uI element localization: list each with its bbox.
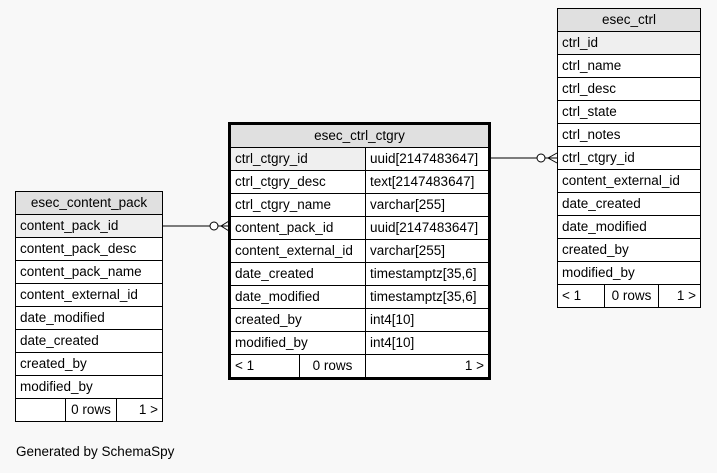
column-row[interactable]: ctrl_desc	[562, 81, 617, 96]
table-title[interactable]: esec_ctrl_ctgry	[231, 125, 488, 148]
column-name[interactable]: ctrl_ctgry_id	[231, 148, 365, 170]
column-row[interactable]: date_created	[562, 196, 641, 211]
column-type: text[2147483647]	[365, 171, 488, 193]
column-type: timestamptz[35,6]	[365, 286, 488, 308]
column-type: varchar[255]	[365, 194, 488, 216]
column-name[interactable]: ctrl_ctgry_name	[235, 197, 332, 212]
column-row[interactable]: modified_by	[20, 379, 93, 394]
column-row[interactable]: ctrl_notes	[562, 127, 621, 142]
column-row[interactable]: created_by	[20, 356, 87, 371]
column-name[interactable]: content_pack_id	[235, 220, 334, 235]
column-row[interactable]: date_created	[20, 333, 99, 348]
column-name[interactable]: date_created	[235, 266, 314, 281]
column-type: int4[10]	[365, 309, 488, 331]
column-row[interactable]: content_pack_desc	[20, 241, 137, 256]
column-row[interactable]: date_modified	[20, 310, 105, 325]
table-esec-ctrl[interactable]: esec_ctrl ctrl_id ctrl_name ctrl_desc ct…	[557, 8, 701, 308]
column-row[interactable]: content_pack_id	[16, 215, 162, 237]
edge-pack-to-ctgry	[162, 220, 230, 232]
column-type: int4[10]	[365, 332, 488, 354]
column-row[interactable]: date_modified	[562, 219, 647, 234]
column-name[interactable]: modified_by	[235, 335, 308, 350]
table-title[interactable]: esec_content_pack	[16, 192, 162, 215]
parents-count[interactable]: < 1	[235, 358, 255, 373]
generated-by-note: Generated by SchemaSpy	[16, 444, 175, 459]
children-count[interactable]: 1 >	[658, 285, 700, 307]
row-count: 0 rows	[604, 285, 658, 307]
column-row[interactable]: ctrl_state	[562, 104, 617, 119]
row-count: 0 rows	[299, 355, 365, 377]
column-row[interactable]: modified_by	[562, 265, 635, 280]
table-esec-ctrl-ctgry[interactable]: esec_ctrl_ctgry ctrl_ctgry_id uuid[21474…	[228, 122, 491, 380]
column-type: varchar[255]	[365, 240, 488, 262]
column-name[interactable]: ctrl_ctgry_desc	[235, 174, 326, 189]
table-esec-content-pack[interactable]: esec_content_pack content_pack_id conten…	[15, 191, 163, 422]
parents-count[interactable]: < 1	[562, 288, 582, 303]
column-type: uuid[2147483647]	[365, 148, 488, 170]
parents-count	[16, 399, 65, 421]
column-row[interactable]: content_pack_name	[20, 264, 142, 279]
edge-ctgry-to-ctrl	[489, 152, 558, 164]
column-type: timestamptz[35,6]	[365, 263, 488, 285]
column-name[interactable]: date_modified	[235, 289, 320, 304]
table-title[interactable]: esec_ctrl	[558, 9, 700, 32]
column-row[interactable]: ctrl_name	[562, 58, 622, 73]
children-count[interactable]: 1 >	[116, 399, 162, 421]
column-row[interactable]: ctrl_id	[558, 32, 700, 54]
column-type: uuid[2147483647]	[365, 217, 488, 239]
children-count[interactable]: 1 >	[365, 355, 488, 377]
column-row[interactable]: ctrl_ctgry_id	[562, 150, 635, 165]
column-row[interactable]: content_external_id	[20, 287, 138, 302]
column-row[interactable]: content_external_id	[562, 173, 680, 188]
column-row[interactable]: created_by	[562, 242, 629, 257]
column-name[interactable]: content_external_id	[235, 243, 353, 258]
row-count: 0 rows	[65, 399, 116, 421]
column-name[interactable]: created_by	[235, 312, 302, 327]
